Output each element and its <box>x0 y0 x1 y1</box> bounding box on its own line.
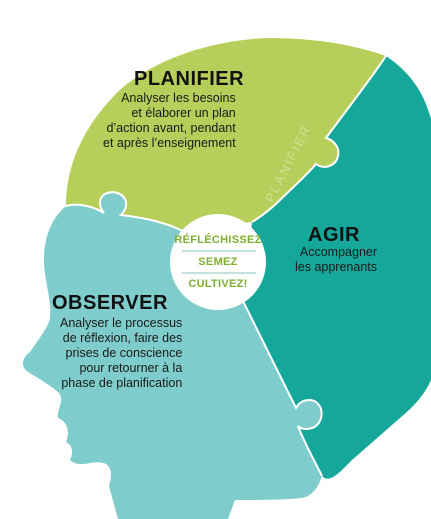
observer-puzzle-piece <box>22 192 323 519</box>
observer-line: prises de conscience <box>65 346 183 360</box>
agir-title: AGIR <box>308 224 360 246</box>
agir-line: les apprenants <box>295 260 378 274</box>
planifier-line: et après l’enseignement <box>103 136 236 150</box>
planifier-line: d’action avant, pendant <box>106 121 236 135</box>
center-circle <box>170 214 266 310</box>
observer-description: Analyser le processus de réflexion, fair… <box>60 316 182 391</box>
planifier-puzzle-piece <box>66 38 386 232</box>
observer-agir-seam <box>239 294 323 477</box>
planifier-line: et élaborer un plan <box>131 106 236 120</box>
planifier-observer-seam <box>65 191 186 233</box>
center-word-cultivez: CULTIVEZ! <box>188 278 248 290</box>
planifier-line: Analyser les besoins <box>121 91 236 105</box>
observer-line: Analyser le processus <box>60 316 183 330</box>
center-word-reflechissez: RÉFLÉCHISSEZ <box>174 234 262 246</box>
agir-description: Accompagner les apprenants <box>295 245 377 275</box>
center-word-semez: SEMEZ <box>198 256 238 268</box>
observer-line: pour retourner à la <box>79 361 183 375</box>
observer-line: de réflexion, faire des <box>62 331 183 345</box>
agir-line: Accompagner <box>299 245 378 259</box>
observer-line: phase de planification <box>61 376 183 390</box>
planifier-description: Analyser les besoins et élaborer un plan… <box>103 91 236 151</box>
agir-puzzle-piece <box>240 56 431 479</box>
planifier-title: PLANIFIER <box>134 68 245 90</box>
planifier-agir-seam <box>251 55 387 223</box>
observer-title: OBSERVER <box>52 292 168 314</box>
